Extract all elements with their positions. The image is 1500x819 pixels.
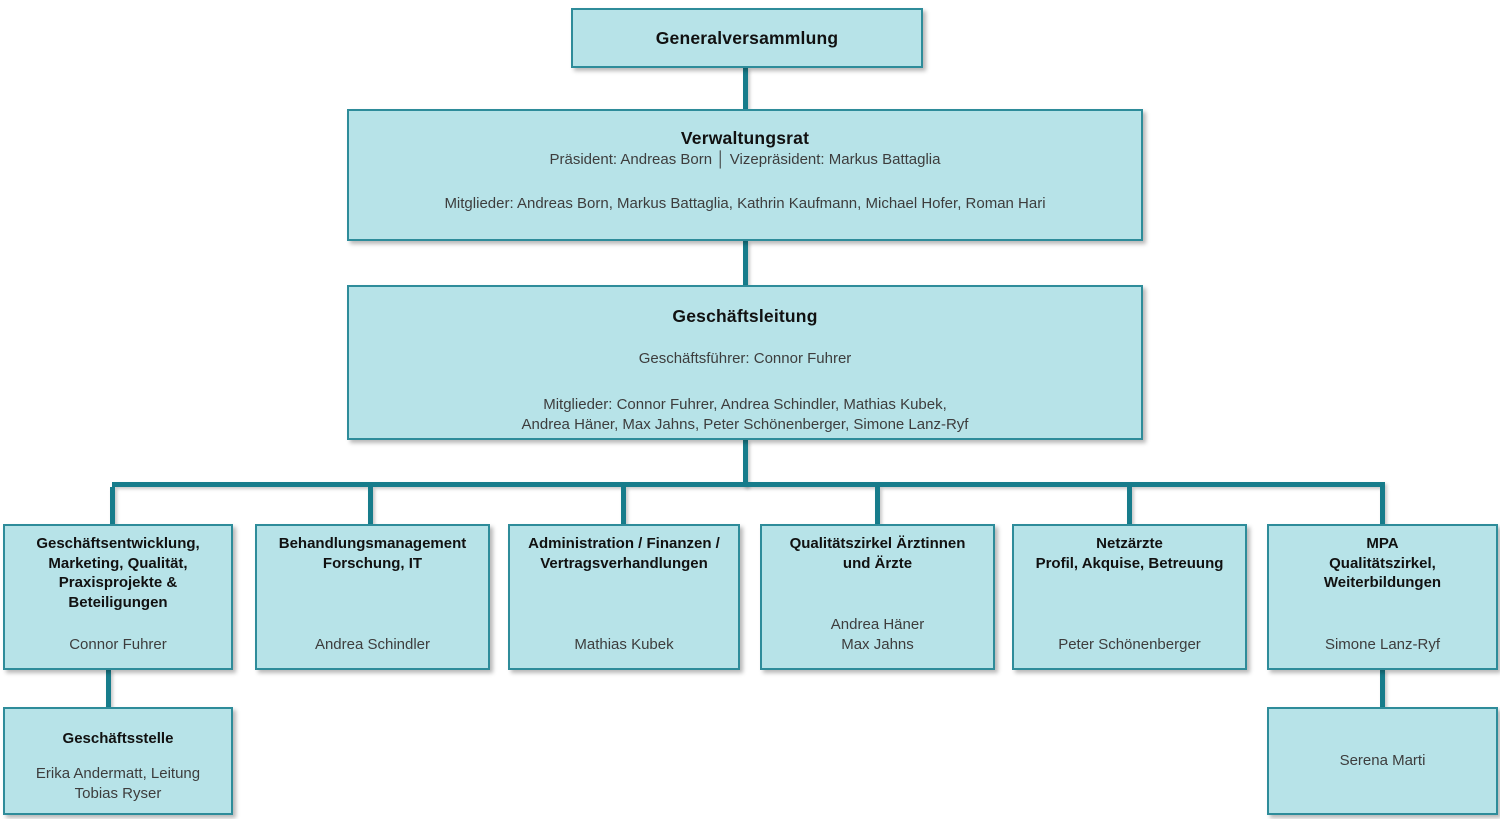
node-leadership: Geschäftsführer: Connor Fuhrer — [638, 350, 852, 367]
connector-bus-dept-2 — [368, 487, 373, 524]
connector-bus-dept-5 — [1127, 487, 1132, 524]
dept-title: Geschäftsentwicklung, Marketing, Qualitä… — [36, 535, 200, 611]
node-title: Generalversammlung — [655, 27, 839, 48]
connector-bus-dept-6 — [1380, 487, 1385, 524]
node-members: Mitglieder: Andreas Born, Markus Battagl… — [444, 195, 1046, 212]
dept-title: Behandlungsmanagement Forschung, IT — [278, 535, 467, 572]
org-node-geschaeftsleitung: Geschäftsleitung Geschäftsführer: Connor… — [347, 285, 1143, 440]
org-node-dept-qualitaetszirkel: Qualitätszirkel Ärztinnen und Ärzte Andr… — [760, 524, 995, 670]
connector-dept6-team — [1380, 670, 1385, 707]
dept-title: MPA Qualitätszirkel, Weiterbildungen — [1323, 535, 1442, 591]
org-node-verwaltungsrat: Verwaltungsrat Präsident: Andreas Born │… — [347, 109, 1143, 241]
node-leadership: Präsident: Andreas Born │ Vizepräsident:… — [549, 151, 941, 168]
dept-title: Netzärzte Profil, Akquise, Betreuung — [1035, 535, 1224, 572]
connector-bus-dept-1 — [110, 487, 115, 524]
org-node-dept-geschaeftsentwicklung: Geschäftsentwicklung, Marketing, Qualitä… — [3, 524, 233, 670]
dept-people: Connor Fuhrer — [69, 636, 167, 653]
org-node-mpa-team: Serena Marti — [1267, 707, 1498, 815]
connector-bus-horizontal — [112, 482, 1385, 487]
dept-people: Peter Schönenberger — [1058, 636, 1201, 653]
node-members: Mitglieder: Connor Fuhrer, Andrea Schind… — [521, 396, 969, 433]
node-title: Geschäftsstelle — [62, 730, 174, 747]
dept-title: Administration / Finanzen / Vertragsverh… — [528, 535, 720, 572]
org-node-generalversammlung: Generalversammlung — [571, 8, 923, 68]
connector-geschaeftsleitung-bus — [743, 440, 748, 487]
node-people: Serena Marti — [1339, 752, 1426, 769]
node-title: Verwaltungsrat — [680, 128, 810, 148]
dept-title: Qualitätszirkel Ärztinnen und Ärzte — [789, 535, 966, 572]
connector-generalversammlung-verwaltungsrat — [743, 68, 748, 109]
connector-bus-dept-4 — [875, 487, 880, 524]
org-node-dept-netzaerzte: Netzärzte Profil, Akquise, Betreuung Pet… — [1012, 524, 1247, 670]
node-title: Geschäftsleitung — [672, 306, 818, 326]
dept-people: Mathias Kubek — [574, 636, 674, 653]
connector-bus-dept-3 — [621, 487, 626, 524]
connector-verwaltungsrat-geschaeftsleitung — [743, 241, 748, 285]
org-node-dept-behandlungsmanagement: Behandlungsmanagement Forschung, IT Andr… — [255, 524, 490, 670]
org-node-dept-administration-finanzen: Administration / Finanzen / Vertragsverh… — [508, 524, 740, 670]
org-node-dept-mpa: MPA Qualitätszirkel, Weiterbildungen Sim… — [1267, 524, 1498, 670]
connector-dept1-geschaeftsstelle — [106, 670, 111, 707]
dept-people: Simone Lanz-Ryf — [1324, 636, 1441, 653]
org-node-geschaeftsstelle: Geschäftsstelle Erika Andermatt, Leitung… — [3, 707, 233, 815]
dept-people: Andrea Schindler — [314, 636, 431, 653]
dept-people: Andrea Häner Max Jahns — [830, 616, 925, 653]
node-people: Erika Andermatt, Leitung Tobias Ryser — [35, 764, 201, 802]
